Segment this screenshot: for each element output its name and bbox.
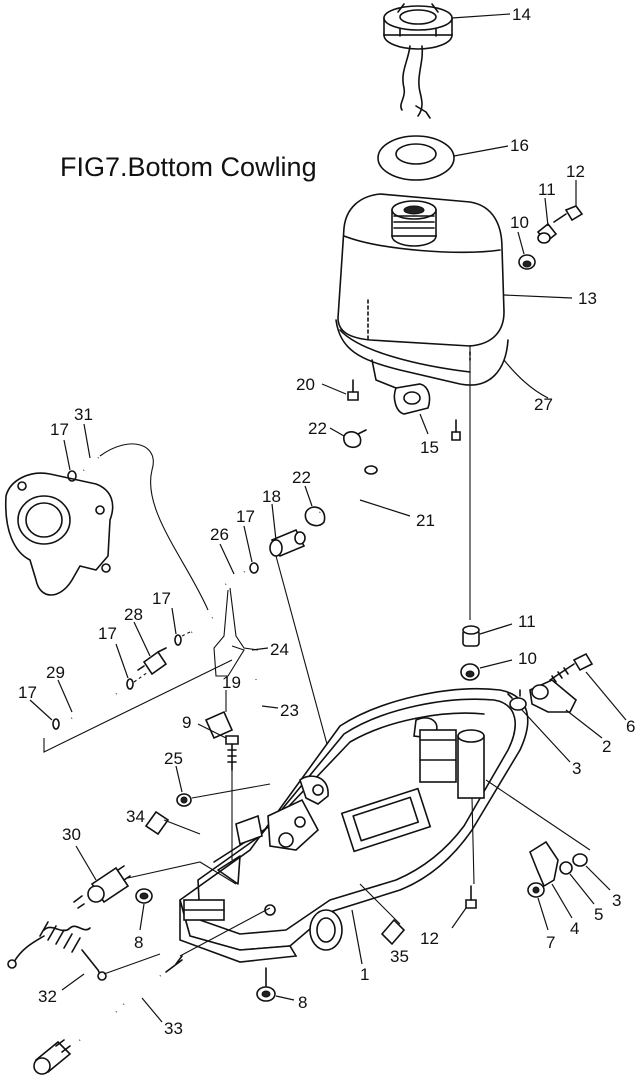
callout-33: 33	[164, 1019, 183, 1038]
callout-2: 2	[602, 737, 611, 756]
part-grommet-bottom	[33, 1039, 72, 1075]
callout-30: 30	[62, 825, 81, 844]
callout-8b: 8	[298, 993, 307, 1012]
callout-12b: 12	[420, 929, 439, 948]
callout-3b: 3	[612, 891, 621, 910]
part-23-tube	[251, 679, 259, 821]
callout-17b: 17	[236, 507, 255, 526]
callout-18: 18	[262, 487, 281, 506]
part-22-clamp-b	[304, 506, 326, 527]
callout-31: 31	[74, 405, 93, 424]
part-34-sticker	[144, 810, 170, 836]
part-16-gasket	[377, 135, 455, 181]
part-21-hose	[316, 463, 378, 515]
part-28-filter	[137, 647, 168, 676]
part-11-collar	[536, 222, 558, 244]
part-12-bolt	[553, 205, 584, 223]
part-35-sticker	[380, 918, 406, 946]
part-3-washer	[507, 689, 527, 711]
part-26-hose	[224, 569, 246, 587]
part-14-fuel-cap	[383, 3, 453, 119]
part-10-grommet	[518, 254, 536, 270]
part-24-hose-route	[213, 587, 259, 677]
callout-34: 34	[126, 807, 145, 826]
part-12-bolt-lower	[465, 885, 477, 909]
callout-17c: 17	[152, 589, 171, 608]
part-25-nut	[176, 793, 192, 807]
part-30-switch	[73, 865, 131, 909]
callout-27: 27	[534, 395, 553, 414]
callout-12: 12	[566, 162, 585, 181]
callout-3: 3	[572, 759, 581, 778]
part-8-nut-upper	[135, 888, 153, 904]
callout-9: 9	[182, 713, 191, 732]
part-2-bracket	[529, 679, 577, 713]
callout-19: 19	[222, 673, 241, 692]
part-17-clip-b	[249, 562, 259, 574]
part-3-washer-lower	[572, 853, 588, 867]
part-7-nut	[527, 882, 545, 898]
part-9-bolt	[225, 735, 239, 771]
part-33-tube	[76, 955, 183, 1044]
callout-17: 17	[50, 420, 69, 439]
part-10-grommet-lower	[460, 663, 480, 681]
part-8-nut-lower	[256, 967, 276, 1002]
part-13-fuel-tank	[335, 193, 509, 386]
callout-28: 28	[124, 605, 143, 624]
part-5-washer	[559, 861, 573, 875]
part-17-clip-c	[174, 634, 182, 646]
callouts: 14 16 12 11 10 13 20 27 22 15 31 17 22 1…	[18, 5, 635, 1038]
callout-32: 32	[38, 987, 57, 1006]
part-17-clip-e	[52, 718, 60, 730]
part-bolt-small	[451, 419, 461, 441]
part-20-bolt	[347, 379, 359, 401]
figure-title: FIG7.Bottom Cowling	[60, 152, 317, 182]
callout-24: 24	[270, 640, 289, 659]
part-18-fitting	[269, 528, 306, 558]
callout-5: 5	[594, 905, 603, 924]
callout-20: 20	[296, 375, 315, 394]
callout-7: 7	[546, 933, 555, 952]
part-31-hose	[82, 455, 100, 473]
callout-21: 21	[416, 511, 435, 530]
part-1-bottom-cowling	[179, 687, 529, 963]
part-17-clip-d	[126, 678, 134, 690]
callout-13: 13	[578, 289, 597, 308]
callout-8: 8	[134, 933, 143, 952]
callout-17e: 17	[18, 683, 37, 702]
carburetor-outline	[4, 472, 114, 596]
callout-29: 29	[46, 663, 65, 682]
callout-35: 35	[390, 947, 409, 966]
callout-22b: 22	[292, 468, 311, 487]
part-32-spring-wire	[7, 921, 107, 981]
part-hose-connector	[190, 615, 214, 635]
part-19-label	[204, 690, 234, 740]
callout-10: 10	[510, 213, 529, 232]
part-6-bolt	[549, 652, 594, 683]
callout-4: 4	[570, 919, 579, 938]
callout-11b: 11	[518, 612, 536, 631]
callout-22: 22	[308, 419, 327, 438]
part-4-bracket	[529, 840, 559, 888]
part-11-collar-lower	[462, 625, 480, 647]
callout-6: 6	[626, 717, 635, 736]
callout-16: 16	[510, 136, 529, 155]
callout-15: 15	[420, 438, 439, 457]
callout-25: 25	[164, 749, 183, 768]
part-15-bracket	[393, 383, 431, 415]
callout-11: 11	[538, 180, 556, 199]
callout-10b: 10	[518, 649, 537, 668]
part-29-hose	[70, 691, 118, 721]
callout-23: 23	[280, 701, 299, 720]
callout-14: 14	[512, 5, 531, 24]
part-22-clamp-a	[343, 429, 367, 449]
callout-17d: 17	[98, 624, 117, 643]
callout-1: 1	[360, 965, 369, 984]
callout-26: 26	[210, 525, 229, 544]
